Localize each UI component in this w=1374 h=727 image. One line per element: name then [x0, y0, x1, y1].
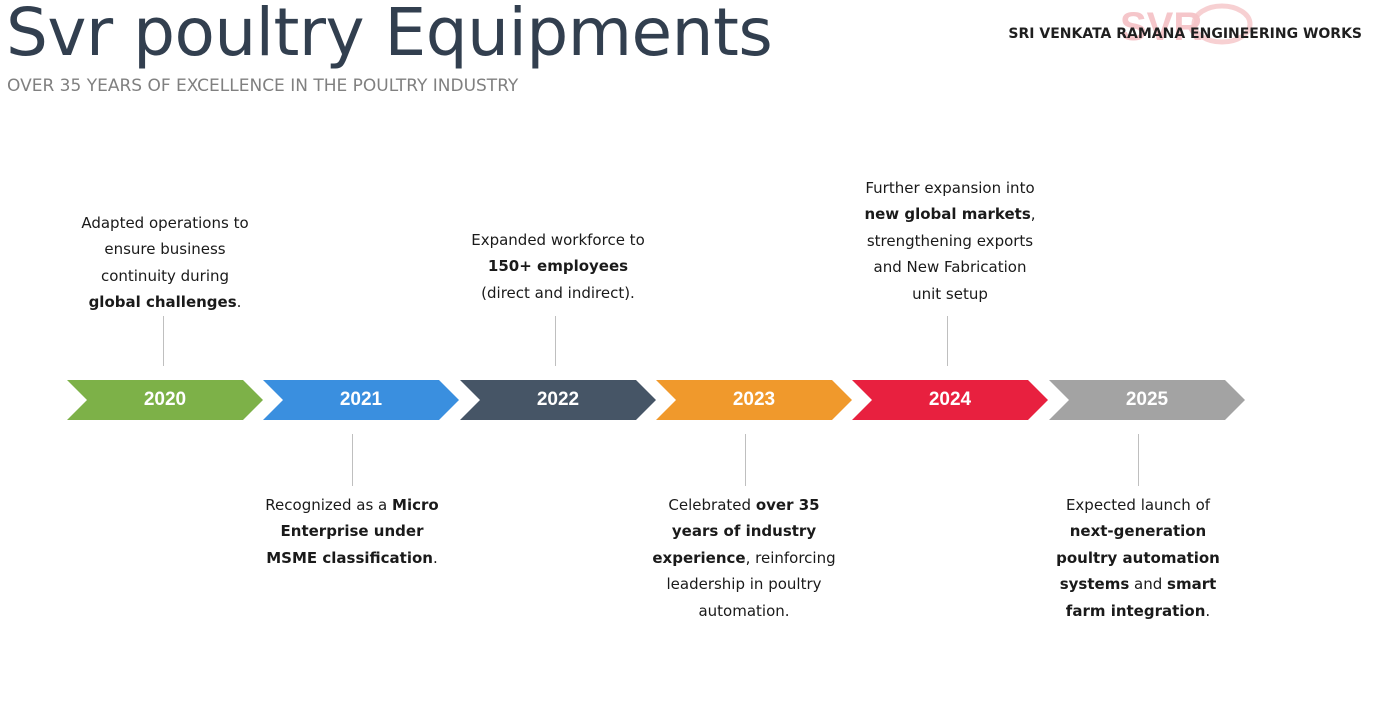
description-text: Further expansion into [865, 179, 1035, 197]
milestone-2025-description: Expected launch of next-generation poultry… [1038, 492, 1238, 624]
timeline-arrow-2025: 2025 [1049, 380, 1245, 420]
timeline-arrow-2023: 2023 [656, 380, 852, 420]
description-text: Recognized as a [265, 496, 393, 514]
description-text: automation. [698, 601, 790, 620]
company-logo: SVR [1120, 3, 1253, 49]
timeline-arrow-2024: 2024 [852, 380, 1048, 420]
year-label: 2021 [339, 389, 383, 410]
connector-2021 [352, 434, 353, 486]
milestone-2024-description: Further expansion into new global markets… [850, 175, 1050, 307]
highlight-text: over 35 [755, 496, 820, 514]
logo-text: SVR [1120, 5, 1202, 49]
milestone-2023-description: Celebrated over 35 years of industry exper… [644, 492, 844, 624]
year-label: 2025 [1125, 389, 1169, 410]
description-text: Celebrated [668, 496, 756, 514]
highlight-text: farm integration [1065, 601, 1206, 620]
year-label: 2020 [143, 389, 187, 410]
description-text: . [432, 548, 438, 567]
description-text: unit setup [912, 284, 988, 303]
description-text: , [1030, 205, 1036, 224]
connector-2023 [745, 434, 746, 486]
description-text: . [236, 293, 242, 312]
page-subtitle: OVER 35 YEARS OF EXCELLENCE IN THE POULT… [7, 76, 519, 96]
highlight-text: 150+ employees [487, 257, 629, 276]
page-title: Svr poultry Equipments [6, 0, 773, 71]
description-text: Expected launch of [1065, 496, 1211, 514]
connector-2022 [555, 316, 556, 366]
highlight-text: Micro [392, 496, 439, 514]
description-text: and New Fabrication [873, 258, 1027, 277]
highlight-text: smart [1167, 575, 1217, 594]
connector-2020 [163, 316, 164, 366]
highlight-text: Enterprise under [280, 522, 424, 541]
connector-2025 [1138, 434, 1139, 486]
description-text: continuity during [100, 266, 230, 285]
description-text: , reinforcing [745, 548, 836, 567]
year-label: 2024 [928, 389, 972, 410]
description-text: Expanded workforce to [471, 231, 645, 249]
milestone-2022-description: Expanded workforce to 150+ employees (dire… [458, 227, 658, 306]
description-text: leadership in poultry [666, 575, 822, 594]
year-label: 2022 [536, 389, 580, 410]
description-text: ensure business [104, 240, 226, 259]
highlight-text: new global markets [864, 205, 1031, 224]
connector-2024 [947, 316, 948, 366]
timeline-arrow-2021: 2021 [263, 380, 459, 420]
description-text: (direct and indirect). [481, 283, 635, 302]
description-text: Adapted operations to [81, 214, 249, 232]
milestone-2020-description: Adapted operations to ensure business cont… [65, 210, 265, 316]
company-name: SRI VENKATA RAMANA ENGINEERING WORKS [1008, 26, 1362, 42]
year-label: 2023 [732, 389, 776, 410]
highlight-text: poultry automation [1056, 548, 1220, 567]
highlight-text: global challenges [88, 293, 237, 312]
description-text: . [1205, 601, 1211, 620]
highlight-text: years of industry [671, 522, 817, 541]
highlight-text: next-generation [1069, 522, 1207, 541]
highlight-text: systems [1059, 575, 1130, 594]
timeline-arrow-2020: 2020 [67, 380, 263, 420]
description-text: strengthening exports [866, 231, 1034, 250]
timeline-arrow-2022: 2022 [460, 380, 656, 420]
highlight-text: MSME classification [266, 548, 433, 567]
description-text: and [1129, 575, 1168, 594]
highlight-text: experience [652, 548, 746, 567]
